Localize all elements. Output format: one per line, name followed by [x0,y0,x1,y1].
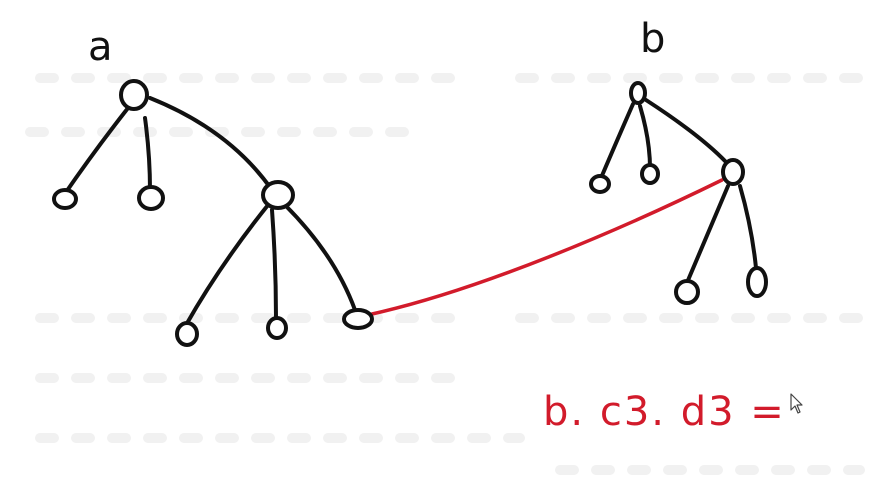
node-a-root [119,79,149,111]
node-b-child1 [589,174,611,194]
tree-a-label: a [88,24,113,70]
background-ghost-strokes [25,73,865,475]
tree-b-nodes [589,81,768,305]
node-b-root [629,81,647,105]
node-b-d1 [674,279,700,305]
edge-a-root-child1 [62,106,130,197]
tree-b-label: b [640,16,665,62]
edge-a-c3-d3 [283,203,357,312]
edge-b-c3-d2 [738,184,758,270]
edge-a-root-child3 [148,96,274,192]
edge-b-root-child2 [638,104,652,170]
node-a-d3 [342,308,374,330]
edge-a-root-child2 [143,116,152,192]
node-b-c3 [721,158,745,186]
edge-a-c3-d2 [270,208,278,320]
highlight-link [370,178,724,316]
node-a-d2 [266,316,288,340]
node-a-child1 [52,188,78,210]
node-a-child2 [137,185,165,211]
node-b-child2 [640,163,660,185]
tree-a-edges [62,96,357,327]
edge-a-c3-d1 [184,203,270,327]
node-a-d1 [175,321,199,347]
tree-b-edges [599,98,758,287]
edge-b-root-child1 [599,102,635,180]
path-expression: b. c3. d3 = [543,389,786,435]
node-a-c3 [261,180,295,210]
node-b-d2 [746,266,768,298]
edge-b-c3-d1 [684,184,730,287]
mouse-pointer-icon [790,393,803,414]
edge-b-root-c3 [644,98,728,164]
tree-a-nodes [52,79,374,347]
